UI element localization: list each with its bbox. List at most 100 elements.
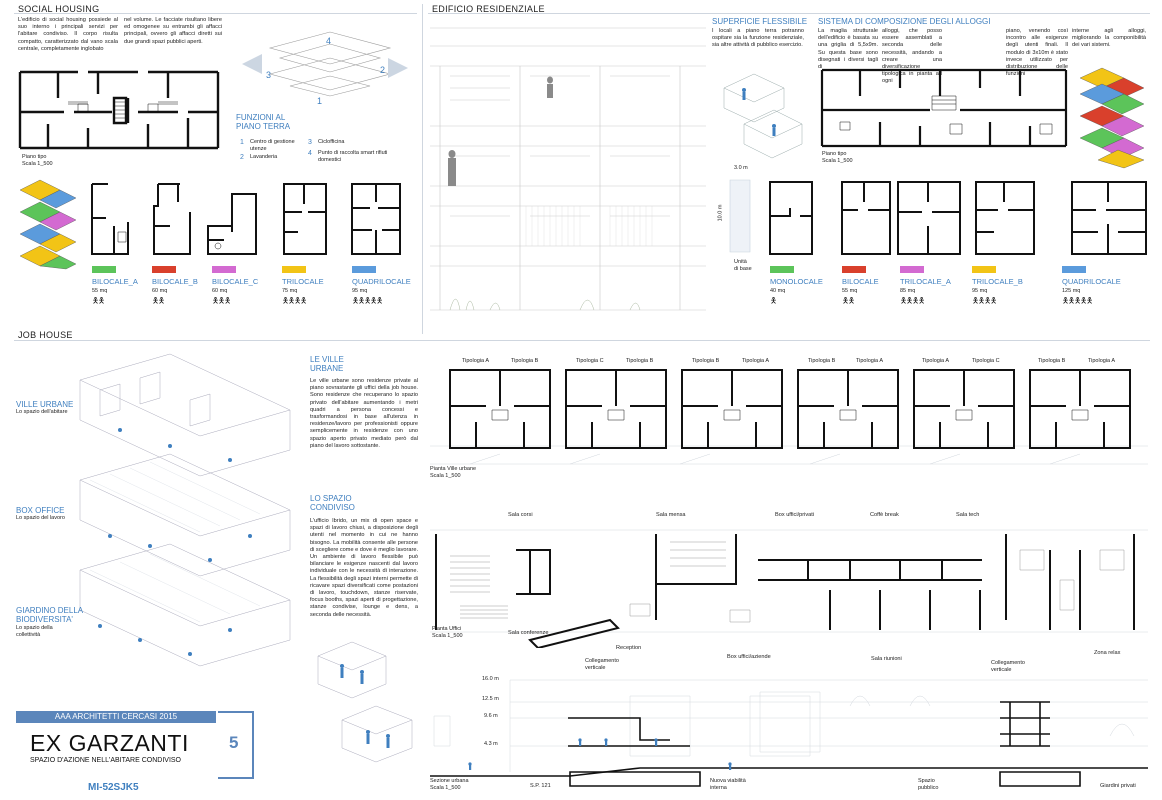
res-unit-plan-monolocale xyxy=(769,181,813,255)
dim-3m: 3.0 m xyxy=(734,165,748,171)
swatch-bilocale-a xyxy=(92,266,116,273)
label-sp-121: S.P. 121 xyxy=(530,783,551,789)
residential-floor-plan xyxy=(820,68,1068,148)
person-icon-group-2: 🯅🯅 xyxy=(152,296,165,305)
project-subtitle: SPAZIO D'AZIONE NELL'ABITARE CONDIVISO xyxy=(30,757,181,764)
job-house-header: JOB HOUSE xyxy=(18,330,73,340)
social-stacked-units-diagram xyxy=(19,179,77,270)
tipologia-label-6: Tipologia A xyxy=(742,358,770,364)
unit-label-1: Unità xyxy=(734,259,747,265)
swatch-monolocale xyxy=(770,266,794,273)
flex-text: I locali a piano terra potranno ospitare… xyxy=(712,28,804,49)
person-icon-group-2: 🯅🯅 xyxy=(92,296,105,305)
ville-urbane-plan xyxy=(430,369,1148,465)
uffici-plan-caption-2: Scala 1_500 xyxy=(432,633,463,639)
res-unit-name-2: BILOCALE xyxy=(842,277,879,286)
label-spazio-2: pubblico xyxy=(918,785,939,791)
competition-band xyxy=(16,711,216,723)
axo-number-4: 4 xyxy=(326,36,332,46)
uffici-plan-caption-1: Pianta Uffici xyxy=(432,626,462,632)
top-divider-residential xyxy=(428,13,1150,14)
tipologia-label-7: Tipologia B xyxy=(808,358,836,364)
res-unit-name-3: TRILOCALE_A xyxy=(900,277,951,286)
box-office-sub: Lo spazio del lavoro xyxy=(16,515,65,521)
function-num-3: 3 xyxy=(308,139,312,146)
system-col4: interne agli alloggi, migliorando la com… xyxy=(1072,28,1146,49)
urban-section xyxy=(430,679,1148,787)
sheet-number: 5 xyxy=(229,733,239,752)
flex-axonometry xyxy=(723,73,803,159)
section-caption-2: Scala 1_500 xyxy=(430,785,461,791)
residential-header: EDIFICIO RESIDENZIALE xyxy=(432,4,545,14)
function-num-1: 1 xyxy=(240,139,244,146)
system-col3: piano, venendo così incontro alle esigen… xyxy=(1006,28,1068,78)
residential-stacked-units-diagram xyxy=(1079,67,1145,169)
res-unit-plan-trilocale-a xyxy=(897,181,961,255)
system-title: SISTEMA DI COMPOSIZIONE DEGLI ALLOGGI xyxy=(818,17,991,26)
label-collegamento-2: Collegamento verticale xyxy=(991,660,1025,673)
condiviso-title-1: LO SPAZIO xyxy=(310,494,352,503)
social-unit-mq-4: 75 mq xyxy=(282,288,298,294)
function-label-1: Centro di gestione utenze xyxy=(250,139,295,152)
ville-urbane-sub: Lo spazio dell'abitare xyxy=(16,409,68,415)
swatch-trilocale-b xyxy=(972,266,996,273)
function-num-2: 2 xyxy=(240,154,244,161)
tipologia-label-9: Tipologia A xyxy=(922,358,950,364)
swatch-bilocale xyxy=(842,266,866,273)
ville-urbane-title: VILLE URBANE xyxy=(16,400,74,409)
label-coffe-break: Coffè break xyxy=(870,512,899,518)
level-4-3m: 4.3 m xyxy=(484,741,498,747)
social-unit-mq-5: 95 mq xyxy=(352,288,368,294)
label-giardini-privati: Giardini privati xyxy=(1100,783,1136,789)
tipologia-label-2: Tipologia B xyxy=(511,358,539,364)
social-intro-col1: L'edificio di social housing possiede al… xyxy=(18,17,118,52)
function-num-4: 4 xyxy=(308,150,312,157)
social-exploded-axonometry xyxy=(242,31,408,97)
funzioni-title-1: FUNZIONI AL xyxy=(236,113,286,122)
res-unit-name-5: QUADRILOCALE xyxy=(1062,277,1121,286)
label-sala-corsi: Sala corsi xyxy=(508,512,533,518)
tipologia-label-8: Tipologia A xyxy=(856,358,884,364)
social-unit-name-4: TRILOCALE xyxy=(282,277,324,286)
res-unit-mq-3: 85 mq xyxy=(900,288,916,294)
job-house-divider xyxy=(14,340,1150,341)
tipologia-label-12: Tipologia A xyxy=(1088,358,1116,364)
social-unit-name-5: QUADRILOCALE xyxy=(352,277,411,286)
social-plan-caption-1: Piano tipo xyxy=(22,154,47,160)
residential-facade-elevation xyxy=(430,27,706,311)
social-unit-name-2: BILOCALE_B xyxy=(152,277,198,286)
res-unit-mq-2: 55 mq xyxy=(842,288,858,294)
swatch-trilocale-a xyxy=(900,266,924,273)
res-unit-name-1: MONOLOCALE xyxy=(770,277,823,286)
job-house-exploded-axonometry xyxy=(79,353,291,667)
label-zona-relax: Zona relax xyxy=(1094,650,1121,656)
swatch-quadrilocale-res xyxy=(1062,266,1086,273)
condiviso-text: L'ufficio Ibrido, un mix di open space e… xyxy=(310,518,418,618)
level-16m: 16.0 m xyxy=(482,676,499,682)
social-unit-plan-quadrilocale xyxy=(351,183,401,255)
label-reception: Reception xyxy=(616,645,642,651)
unit-label-2: di base xyxy=(734,266,752,272)
tipologia-label-4: Tipologia B xyxy=(626,358,654,364)
top-divider-social xyxy=(14,13,417,14)
label-sala-riunioni: Sala riunioni xyxy=(871,656,902,662)
dim-10m: 10.0 m xyxy=(717,204,724,222)
project-title: EX GARZANTI xyxy=(30,730,189,756)
label-sala-tech: Sala tech xyxy=(956,512,980,518)
tipologia-label-10: Tipologia C xyxy=(972,358,1000,364)
level-9-6m: 9.6 m xyxy=(484,713,498,719)
social-intro-col2: nel volume. Le facciate risultano libere… xyxy=(124,17,222,45)
giardino-title-2: BIODIVERSITA' xyxy=(16,615,73,624)
function-label-2: Lavanderia xyxy=(250,154,278,160)
res-unit-mq-1: 40 mq xyxy=(770,288,786,294)
label-sala-mensa: Sala mensa xyxy=(656,512,686,518)
res-unit-mq-4: 95 mq xyxy=(972,288,988,294)
social-unit-mq-1: 55 mq xyxy=(92,288,108,294)
social-floor-plan xyxy=(18,70,220,150)
social-plan-caption-2: Scala 1_500 xyxy=(22,161,53,167)
section-caption-1: Sezione urbana xyxy=(430,778,469,784)
competition-label: AAA ARCHITETTI CERCASI 2015 xyxy=(54,712,178,721)
office-interior-axonometries xyxy=(317,641,413,763)
social-unit-plan-bilocale-c xyxy=(207,193,257,255)
tipologia-label-11: Tipologia B xyxy=(1038,358,1066,364)
